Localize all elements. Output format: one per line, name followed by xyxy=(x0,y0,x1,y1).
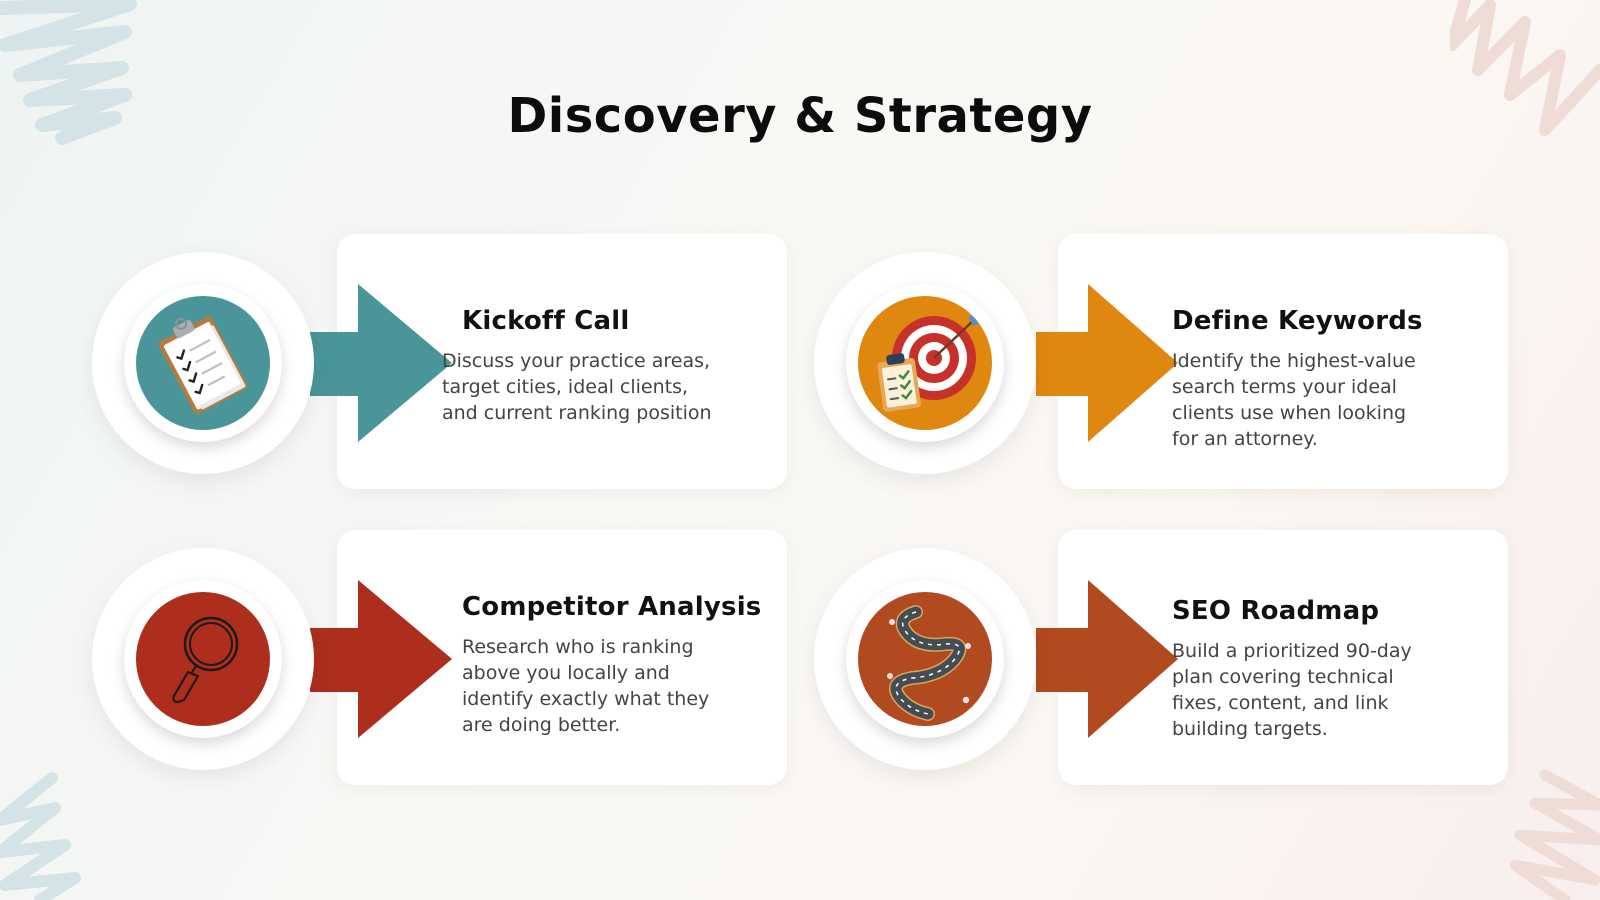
step-text: Define Keywords Identify the highest-val… xyxy=(1172,306,1423,452)
step-title: Competitor Analysis xyxy=(462,592,762,622)
icon-badge xyxy=(814,548,1036,770)
icon-badge xyxy=(814,252,1036,474)
step-competitor-analysis: Competitor Analysis Research who is rank… xyxy=(92,530,802,785)
icon-badge xyxy=(92,548,314,770)
step-description: Research who is ranking above you locall… xyxy=(462,636,710,736)
clipboard-checklist-icon xyxy=(136,296,270,430)
step-kickoff-call: Kickoff Call Discuss your practice areas… xyxy=(92,234,802,489)
scribble-decoration-top-right xyxy=(1450,0,1600,136)
magnifying-glass-icon xyxy=(136,592,270,726)
step-title: Kickoff Call xyxy=(462,306,630,336)
arrow-right-icon xyxy=(310,580,452,738)
target-arrow-icon xyxy=(858,296,992,430)
step-text: Competitor Analysis Research who is rank… xyxy=(462,592,762,738)
step-title: Define Keywords xyxy=(1172,306,1423,336)
arrow-right-icon xyxy=(310,284,452,442)
winding-road-icon xyxy=(858,592,992,726)
scribble-decoration-bottom-left xyxy=(0,772,81,900)
step-text: SEO Roadmap Build a prioritized 90-day p… xyxy=(1172,596,1422,742)
step-define-keywords: Define Keywords Identify the highest-val… xyxy=(814,234,1524,489)
step-description: Identify the highest-value search terms … xyxy=(1172,350,1416,450)
arrow-right-icon xyxy=(1036,284,1178,442)
arrow-right-icon xyxy=(1036,580,1178,738)
step-title: SEO Roadmap xyxy=(1172,596,1380,626)
step-text: Kickoff Call Discuss your practice areas… xyxy=(442,306,712,426)
scribble-decoration-bottom-right xyxy=(1510,769,1600,900)
step-seo-roadmap: SEO Roadmap Build a prioritized 90-day p… xyxy=(814,530,1524,785)
step-description: Build a prioritized 90-day plan covering… xyxy=(1172,640,1412,740)
scribble-decoration-top-left xyxy=(0,0,137,145)
page-title: Discovery & Strategy xyxy=(507,88,1093,144)
icon-badge xyxy=(92,252,314,474)
step-description: Discuss your practice areas, target citi… xyxy=(442,350,712,424)
